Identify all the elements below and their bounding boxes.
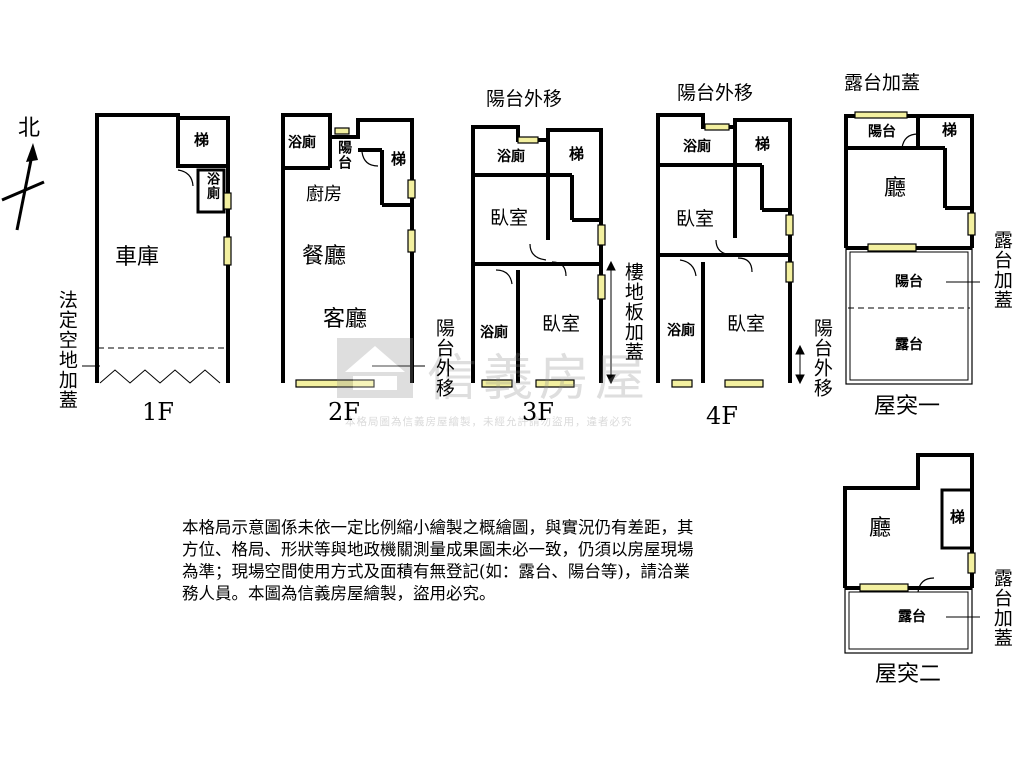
north-arrow-icon — [1, 143, 45, 231]
note-balcony-moved-out: 陽台外移 — [810, 318, 833, 398]
note-balcony-moved-out: 陽台外移 — [432, 318, 455, 398]
room-stair: 梯 — [569, 145, 585, 163]
note-balcony-moved-out: 陽台外移 — [486, 88, 563, 110]
disclaimer-text: 本格局示意圖係未依一定比例縮小繪製之概繪圖，與實況仍有差距，其方位、格局、形狀等… — [182, 518, 694, 603]
room-hall: 廳 — [884, 176, 907, 201]
floor-label-roof-1: 屋突一 — [874, 394, 941, 419]
room-bedroom: 臥室 — [542, 313, 581, 335]
room-stair: 梯 — [194, 131, 210, 149]
floor-label-2f: 2F — [328, 398, 360, 426]
room-bath: 浴廁 — [480, 325, 508, 341]
room-bath: 浴廁 — [683, 139, 711, 155]
room-terrace: 露台 — [898, 609, 926, 625]
room-balcony: 陽台 — [895, 274, 923, 290]
watermark-notice: 本格局圖為信義房屋繪製，未經允許請勿盜用，違者必究 — [345, 416, 633, 428]
floor-label-1f: 1F — [142, 398, 174, 426]
brand-logo-icon — [337, 338, 413, 398]
room-bath: 浴廁 — [497, 149, 525, 165]
room-balcony: 陽台 — [868, 124, 896, 140]
north-label: 北 — [18, 116, 41, 141]
note-floor-slab-addition: 樓地板加蓋 — [621, 262, 644, 362]
door-swings — [177, 133, 935, 593]
room-bedroom: 臥室 — [490, 207, 529, 229]
floor-label-4f: 4F — [706, 402, 738, 430]
room-garage: 車庫 — [115, 245, 160, 270]
room-bath: 浴廁 — [288, 135, 316, 151]
note-balcony-moved-out: 陽台外移 — [677, 82, 754, 104]
room-balcony: 陽台 — [336, 140, 353, 170]
room-kitchen: 廚房 — [306, 184, 342, 205]
room-stair: 梯 — [942, 121, 958, 139]
note-terrace-addition: 露台加蓋 — [990, 568, 1013, 648]
note-open-space-addition: 法定空地加蓋 — [55, 290, 78, 410]
floor-label-3f: 3F — [522, 398, 554, 426]
floor-1f-plan — [95, 113, 230, 383]
room-bath: 浴廁 — [203, 172, 219, 200]
watermark: 信義房屋 本格局圖為信義房屋繪製，未經允許請勿盜用，違者必究 — [335, 336, 695, 428]
room-bath: 浴廁 — [667, 323, 695, 339]
room-stair: 梯 — [755, 135, 771, 153]
note-terrace-addition: 露台加蓋 — [844, 72, 921, 94]
room-living: 客廳 — [323, 307, 368, 332]
floor-label-roof-2: 屋突二 — [875, 662, 942, 687]
window-markers — [223, 111, 976, 592]
floor-2f-plan — [281, 113, 414, 383]
room-stair: 梯 — [950, 508, 966, 526]
room-bedroom: 臥室 — [727, 313, 766, 335]
room-hall: 廳 — [869, 516, 892, 541]
room-stair: 梯 — [391, 150, 407, 168]
room-dining: 餐廳 — [302, 244, 347, 269]
watermark-brand: 信義房屋 — [427, 349, 651, 407]
room-bedroom: 臥室 — [676, 208, 715, 230]
note-terrace-addition: 露台加蓋 — [990, 230, 1013, 310]
room-terrace: 露台 — [895, 337, 923, 353]
